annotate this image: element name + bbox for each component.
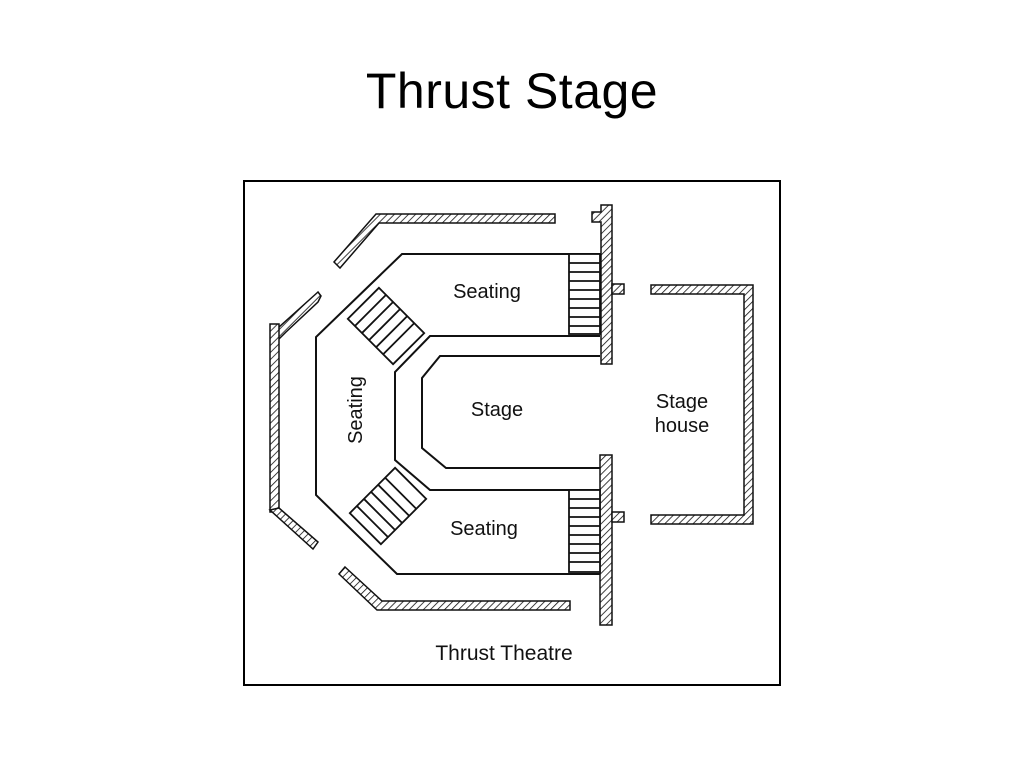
upstage-wall [591, 204, 625, 626]
wall-bottom-segment [337, 565, 571, 611]
outer-walls [268, 213, 571, 611]
wall-top-segment [332, 213, 556, 270]
wall-left-lower [268, 507, 320, 551]
stairs-upper-left [346, 286, 426, 366]
label-stage-house-line2: house [655, 415, 710, 437]
label-seating-bottom: Seating [450, 518, 518, 540]
stairs-lower-left [348, 466, 428, 546]
vomitory-stairs [346, 253, 601, 573]
stage-house-walls [650, 284, 754, 525]
label-stage: Stage [471, 399, 523, 421]
label-stage-house-line1: Stage [656, 391, 708, 413]
wall-left-vertical [269, 323, 280, 513]
label-seating-top: Seating [453, 281, 521, 303]
diagram-caption: Thrust Theatre [435, 642, 572, 665]
slide-title: Thrust Stage [365, 63, 659, 119]
stairs-bottom-right [568, 489, 601, 573]
label-seating-left: Seating [345, 376, 367, 444]
stage-area [421, 355, 600, 469]
stairs-top-right [568, 253, 601, 335]
seating-outline [315, 253, 600, 575]
